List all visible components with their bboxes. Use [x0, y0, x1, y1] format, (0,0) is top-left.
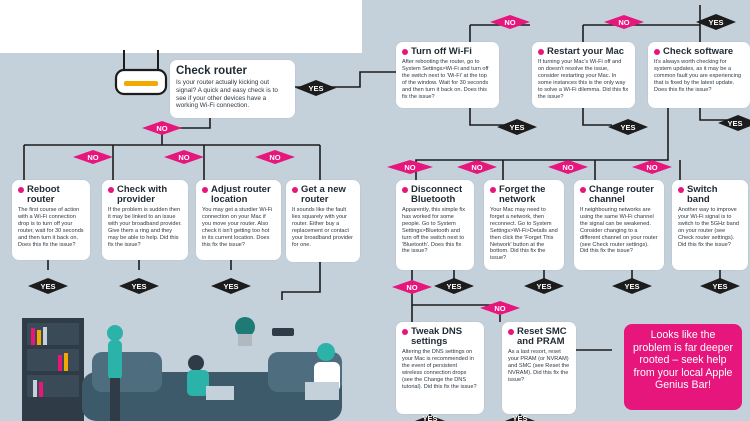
- yes-label: YES: [131, 282, 146, 291]
- node-title: Tweak DNS settings: [402, 327, 478, 347]
- node-body: The first course of action with a Wi-Fi …: [18, 207, 84, 248]
- node-turn-off-wifi: Turn off Wi-Fi After rebooting the route…: [396, 42, 499, 108]
- no-label: NO: [87, 153, 98, 162]
- node-body: Is your router actually kicking out sign…: [176, 79, 278, 110]
- node-body: If turning your Mac's Wi-Fi off and on d…: [538, 59, 629, 100]
- node-title: Check router: [176, 65, 247, 77]
- yes-label: YES: [624, 282, 639, 291]
- no-label: NO: [504, 18, 515, 27]
- node-body: Another way to improve your Wi-Fi signal…: [678, 207, 739, 248]
- node-new-router: Get a new router It sounds like the faul…: [286, 180, 360, 262]
- node-title: Restart your Mac: [538, 47, 629, 57]
- yes-label: YES: [422, 414, 437, 421]
- yes-diamonds: [28, 14, 750, 421]
- node-check-router: Check router Is your router actually kic…: [170, 60, 295, 118]
- node-body: If the problem is sudden then it may be …: [108, 207, 182, 248]
- node-reboot-router: Reboot router The first course of action…: [12, 180, 90, 260]
- router-icon: [114, 50, 168, 96]
- no-label: NO: [269, 153, 280, 162]
- node-title: Turn off Wi-Fi: [402, 47, 493, 57]
- yes-label: YES: [536, 282, 551, 291]
- no-label: NO: [406, 283, 417, 292]
- yes-label: YES: [512, 414, 527, 421]
- yes-label: YES: [727, 119, 742, 128]
- yes-label: YES: [708, 18, 723, 27]
- node-title: Get a new router: [292, 185, 354, 205]
- node-title: Check with provider: [108, 185, 182, 205]
- node-body: If neighbouring networks are using the s…: [580, 207, 658, 255]
- node-title: Check software: [654, 47, 744, 57]
- node-adjust-location: Adjust router location You may get a stu…: [196, 180, 281, 260]
- no-label: NO: [404, 163, 415, 172]
- node-body: As a last resort, reset your PRAM (or NV…: [508, 349, 570, 383]
- node-body: You may get a sturdier Wi-Fi connection …: [202, 207, 273, 248]
- node-title: Change router channel: [580, 185, 658, 205]
- yes-label: YES: [712, 282, 727, 291]
- final-message: Looks like the problem is far deeper roo…: [624, 324, 742, 410]
- no-label: NO: [471, 163, 482, 172]
- no-label: NO: [494, 304, 505, 313]
- people-illustration: [82, 325, 342, 421]
- final-message-text: Looks like the problem is far deeper roo…: [632, 329, 734, 392]
- no-label: NO: [618, 18, 629, 27]
- node-check-provider: Check with provider If the problem is su…: [102, 180, 188, 260]
- no-label: NO: [156, 124, 167, 133]
- yes-label: YES: [509, 123, 524, 132]
- yes-label: YES: [620, 123, 635, 132]
- header-panel: [0, 0, 362, 53]
- node-body: Altering the DNS settings on your Mac is…: [402, 349, 477, 390]
- yes-label: YES: [308, 84, 323, 93]
- yes-label: YES: [40, 282, 55, 291]
- no-label: NO: [646, 163, 657, 172]
- node-body: It's always worth checking for system up…: [654, 59, 742, 93]
- no-label: NO: [178, 153, 189, 162]
- node-body: Apparently, this simple fix has worked f…: [402, 207, 466, 255]
- node-disconnect-bluetooth: Disconnect Bluetooth Apparently, this si…: [396, 180, 474, 270]
- node-title: Reboot router: [18, 185, 84, 205]
- node-title: Disconnect Bluetooth: [402, 185, 468, 205]
- yes-label: YES: [446, 282, 461, 291]
- node-forget-network: Forget the network Your Mac may need to …: [484, 180, 564, 270]
- node-title: Forget the network: [490, 185, 558, 205]
- node-restart-mac: Restart your Mac If turning your Mac's W…: [532, 42, 635, 108]
- node-title: Adjust router location: [202, 185, 275, 205]
- bookcase-illustration: [22, 318, 84, 421]
- node-switch-band: Switch band Another way to improve your …: [672, 180, 748, 270]
- node-title: Reset SMC and PRAM: [508, 327, 570, 347]
- node-body: After rebooting the router, go to System…: [402, 59, 489, 100]
- node-body: Your Mac may need to forget a network, t…: [490, 207, 558, 262]
- node-body: It sounds like the fault lies squarely w…: [292, 207, 353, 248]
- node-change-channel: Change router channel If neighbouring ne…: [574, 180, 664, 270]
- node-title: Switch band: [678, 185, 742, 205]
- yes-label: YES: [223, 282, 238, 291]
- no-diamonds: [73, 15, 672, 315]
- node-reset-smc: Reset SMC and PRAM As a last resort, res…: [502, 322, 576, 414]
- node-tweak-dns: Tweak DNS settings Altering the DNS sett…: [396, 322, 484, 414]
- node-check-software: Check software It's always worth checkin…: [648, 42, 750, 108]
- plant-icon: [235, 317, 294, 346]
- no-label: NO: [562, 163, 573, 172]
